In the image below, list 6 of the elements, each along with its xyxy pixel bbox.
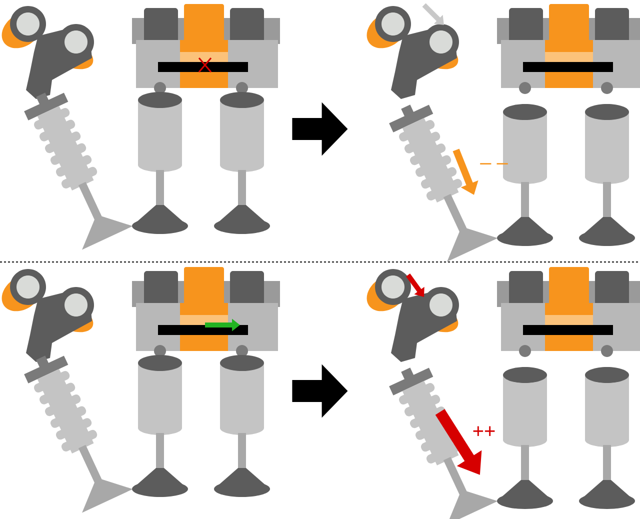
valve-train-drawing [2,4,280,250]
sign-label: ++ [473,426,495,436]
sign-label: – – [480,163,508,164]
valve-train-drawing [366,4,640,262]
valve-train-drawing [2,267,280,513]
valve-train-drawing [366,267,640,519]
